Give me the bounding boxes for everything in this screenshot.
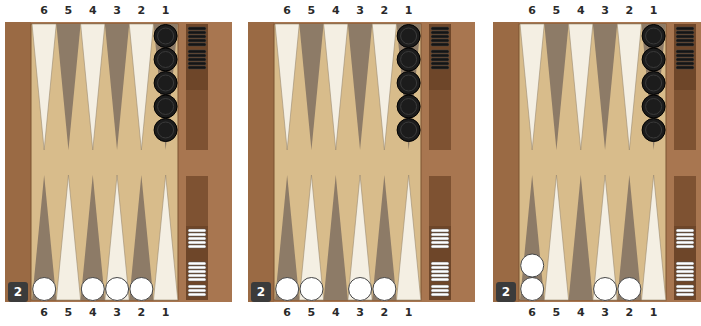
cube-value: 2 (502, 285, 510, 299)
point-number: 5 (58, 306, 78, 320)
point-number: 6 (34, 4, 54, 18)
point-number: 3 (350, 306, 370, 320)
point-number: 6 (277, 4, 297, 18)
point-number: 5 (301, 306, 321, 320)
point-number: 2 (131, 306, 151, 320)
point-number: 4 (326, 306, 346, 320)
point-number: 5 (546, 306, 566, 320)
point-number: 5 (301, 4, 321, 18)
doubling-cube: 2 (251, 282, 271, 302)
point-number: 3 (595, 306, 615, 320)
point-number: 1 (644, 4, 664, 18)
point-number: 6 (34, 306, 54, 320)
point-number: 1 (399, 306, 419, 320)
point-number: 3 (595, 4, 615, 18)
point-number: 1 (399, 4, 419, 18)
cube-value: 2 (257, 285, 265, 299)
point-number: 6 (522, 306, 542, 320)
point-number: 4 (326, 4, 346, 18)
point-number: 1 (644, 306, 664, 320)
point-number: 4 (571, 4, 591, 18)
cube-value: 2 (14, 285, 22, 299)
point-number: 2 (619, 4, 639, 18)
point-number: 4 (83, 4, 103, 18)
point-number: 6 (522, 4, 542, 18)
point-number: 2 (374, 306, 394, 320)
point-number: 1 (156, 306, 176, 320)
point-number: 2 (374, 4, 394, 18)
point-number: 3 (350, 4, 370, 18)
point-number: 6 (277, 306, 297, 320)
point-number: 2 (619, 306, 639, 320)
doubling-cube: 2 (496, 282, 516, 302)
doubling-cube: 2 (8, 282, 28, 302)
point-number: 4 (83, 306, 103, 320)
point-number: 3 (107, 306, 127, 320)
point-number: 4 (571, 306, 591, 320)
point-number: 5 (546, 4, 566, 18)
point-number: 2 (131, 4, 151, 18)
point-number: 1 (156, 4, 176, 18)
point-number: 3 (107, 4, 127, 18)
point-number: 5 (58, 4, 78, 18)
